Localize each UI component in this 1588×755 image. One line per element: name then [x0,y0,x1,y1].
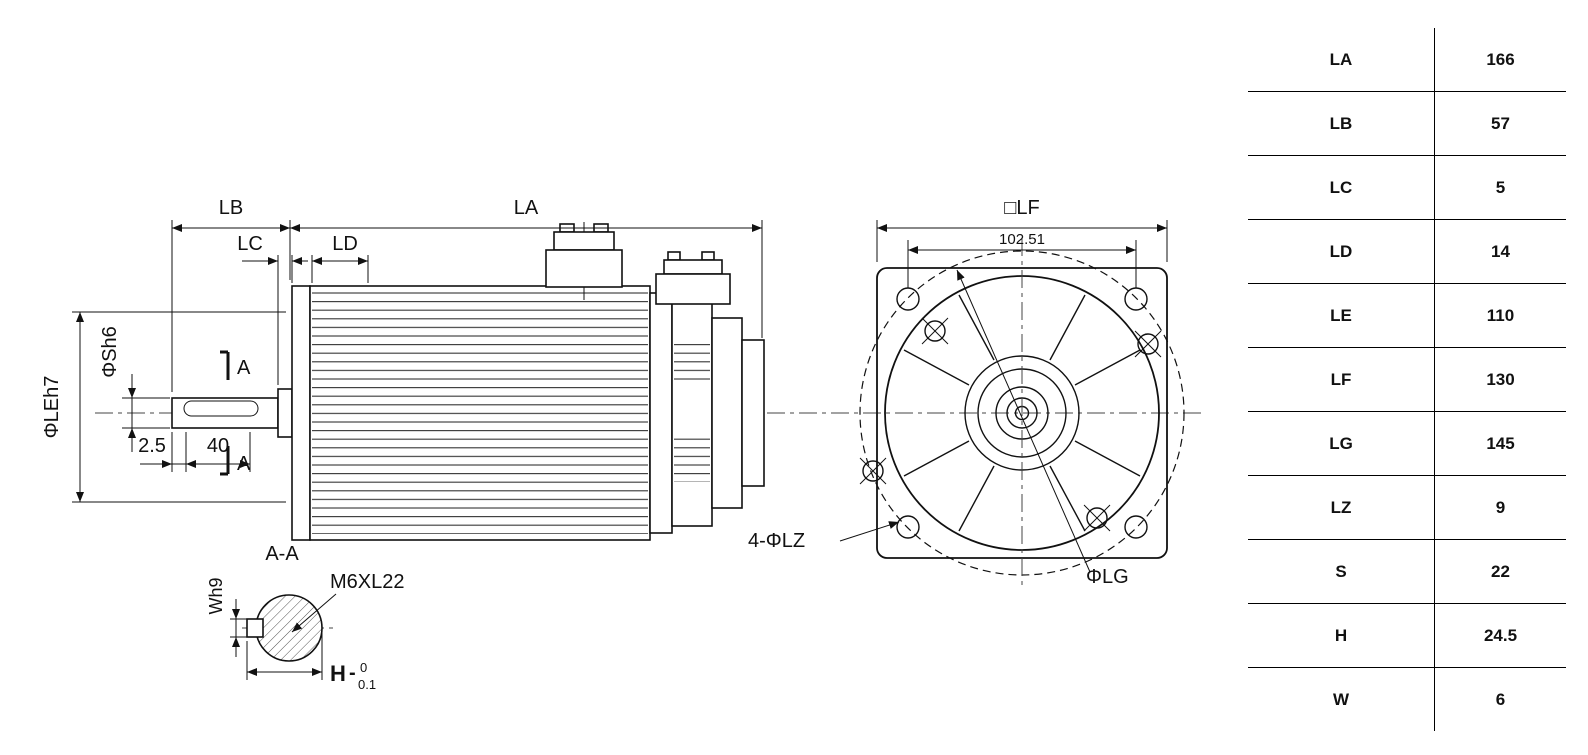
side-view: LB LA LC LD ΦLEh7 [41,197,1205,541]
dim-param: LD [1248,220,1435,283]
table-row: LF 130 [1248,348,1566,412]
dim-param: LB [1248,92,1435,155]
holes-callout: 4-ΦLZ [748,521,900,552]
dimension-keyway-width: Wh9 [206,577,247,657]
dimension-lf: □LF [876,197,1168,262]
dimension-lc-ld: LC LD [237,233,369,385]
front-view: □LF 102.51 4-ΦLZ ΦLG [748,197,1185,588]
dim-value: 145 [1486,433,1515,453]
dim-label-ld: LD [332,233,358,255]
dim-label-h-tol-upper: 0 [360,660,367,675]
dim-value: 14 [1491,241,1510,261]
terminal-connector-front [545,222,623,300]
dim-value: 130 [1486,369,1515,389]
bolt-circle-callout: ΦLG [956,269,1129,588]
dim-param: LZ [1248,476,1435,539]
motor-shaft [171,388,293,438]
dim-label-h-tol-lower: 0.1 [358,677,376,692]
technical-drawing: LB LA LC LD ΦLEh7 [41,197,1205,692]
dim-label-h-minus: - [349,662,356,684]
dim-label-lc: LC [237,233,263,255]
table-row: LZ 9 [1248,476,1566,540]
dim-label-la: LA [514,197,539,219]
dim-value: 166 [1486,49,1515,69]
table-row: LB 57 [1248,92,1566,156]
dimension-shaft-length: 2.5 40 [138,432,251,472]
bolt-circle-label: ΦLG [1086,566,1129,588]
section-cut-marks: A A [220,350,251,476]
dim-param: LC [1248,156,1435,219]
dim-param: W [1248,668,1435,731]
table-row: LE 110 [1248,284,1566,348]
table-row: S 22 [1248,540,1566,604]
dim-label-lf: □LF [1004,197,1039,219]
dimension-le: ΦLEh7 [41,311,286,503]
terminal-connector-rear [655,251,731,305]
dim-value: 57 [1491,113,1510,133]
dimension-s: ΦSh6 [99,326,170,452]
dim-label-h: H [330,661,346,686]
dim-label-s: ΦSh6 [99,326,121,378]
section-mark-a-bottom: A [237,453,251,475]
alternate-holes-crossed [859,317,1162,532]
section-mark-a-top: A [237,357,251,379]
dim-value: 22 [1491,561,1510,581]
thread-label: M6XL22 [330,571,405,593]
table-row: LA 166 [1248,28,1566,92]
dim-param: LE [1248,284,1435,347]
motor-body [309,285,651,541]
dimension-hole-pitch: 102.51 [907,231,1137,288]
dimension-table: LA 166 LB 57 LC 5 LD 14 LE 110 LF 130 LG… [1248,28,1566,731]
dim-value: 110 [1486,305,1515,325]
table-row: W 6 [1248,668,1566,731]
shaft-section-circle [255,594,323,662]
thread-callout: M6XL22 [291,571,405,633]
dim-param: H [1248,604,1435,667]
table-row: LD 14 [1248,220,1566,284]
dimension-lb-la: LB LA [171,197,763,392]
motor-rear-housing [649,292,765,534]
motor-flange-side [291,285,311,541]
table-row: LC 5 [1248,156,1566,220]
dimension-key-height: H - 0 0.1 [246,630,376,692]
dim-param: LA [1248,28,1435,91]
dim-label-le: ΦLEh7 [41,376,63,439]
section-view: A-A M6XL22 Wh9 H - 0 0.1 [206,543,405,692]
dim-label-lb: LB [219,197,243,219]
dim-label-2-5: 2.5 [138,435,166,457]
table-row: H 24.5 [1248,604,1566,668]
dim-value: 5 [1495,177,1506,197]
holes-label: 4-ΦLZ [748,530,805,552]
key-section [246,618,264,638]
dim-label-pitch: 102.51 [999,231,1045,248]
flange-spokes [903,294,1141,532]
dim-value: 6 [1495,689,1506,709]
dim-value: 24.5 [1483,625,1518,645]
dim-value: 9 [1495,497,1506,517]
dim-param: S [1248,540,1435,603]
dim-param: LF [1248,348,1435,411]
dim-label-w: Wh9 [206,577,226,614]
section-title: A-A [265,543,299,565]
dim-label-40: 40 [207,435,229,457]
table-row: LG 145 [1248,412,1566,476]
dim-param: LG [1248,412,1435,475]
